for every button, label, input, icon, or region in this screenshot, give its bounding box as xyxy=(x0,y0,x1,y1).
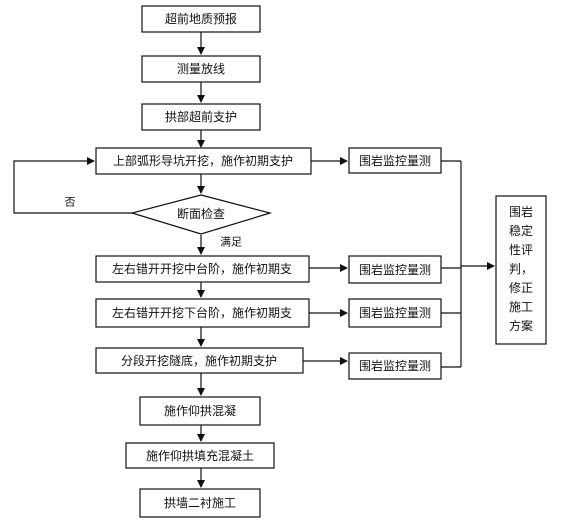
step-box-1 xyxy=(141,5,261,33)
monitor-label-3: 围岩监控量测 xyxy=(359,305,431,320)
monitor-box-2 xyxy=(348,255,442,284)
no-label: 否 xyxy=(65,196,76,209)
monitor-box-1 xyxy=(348,147,442,174)
decision-diamond xyxy=(129,194,273,235)
monitor-label-1: 围岩监控量测 xyxy=(359,153,431,168)
step-label-10: 拱墙二衬施工 xyxy=(164,496,236,510)
monitor-box-4 xyxy=(348,352,442,380)
step-box-4 xyxy=(95,147,312,175)
monitor-label-4: 围岩监控量测 xyxy=(359,358,431,373)
step-label-3: 拱部超前支护 xyxy=(165,109,237,124)
arrow-no-loop xyxy=(13,157,132,214)
result-box xyxy=(495,195,547,345)
result-line-4: 判， xyxy=(509,262,533,276)
result-line-5: 修正 xyxy=(509,280,533,295)
step-label-2: 测量放线 xyxy=(177,61,225,76)
step-box-8 xyxy=(139,396,261,426)
monitor-box-3 xyxy=(348,298,442,328)
step-box-5 xyxy=(95,255,310,283)
step-label-6: 左右错开开挖下台阶，施作初期支 xyxy=(112,305,292,320)
yes-label: 满足 xyxy=(220,236,242,249)
step-box-3 xyxy=(141,103,261,131)
step-box-2 xyxy=(141,55,261,83)
result-line-3: 性评 xyxy=(509,243,533,257)
result-line-6: 施工 xyxy=(509,300,533,314)
step-label-4: 上部弧形导坑开挖，施作初期支护 xyxy=(113,153,293,168)
step-label-1: 超前地质预报 xyxy=(165,11,237,26)
step-label-8: 施作仰拱混凝 xyxy=(164,403,236,418)
step-box-10 xyxy=(139,488,261,518)
step-box-9 xyxy=(125,442,275,469)
result-text: 围岩 稳定 性评 判， 修正 施工 方案 xyxy=(509,204,533,333)
monitor-label-2: 围岩监控量测 xyxy=(359,262,431,277)
result-line-1: 围岩 xyxy=(509,204,533,219)
result-line-2: 稳定 xyxy=(509,223,533,238)
result-line-7: 方案 xyxy=(509,318,533,333)
step-label-7: 分段开挖隧底，施作初期支护 xyxy=(121,353,277,368)
step-box-6 xyxy=(95,298,310,328)
step-label-5: 左右错开开挖中台阶，施作初期支 xyxy=(112,261,292,276)
step-box-7 xyxy=(95,347,304,374)
step-label-9: 施作仰拱填充混凝土 xyxy=(146,448,254,463)
decision-label: 断面检查 xyxy=(177,206,225,221)
